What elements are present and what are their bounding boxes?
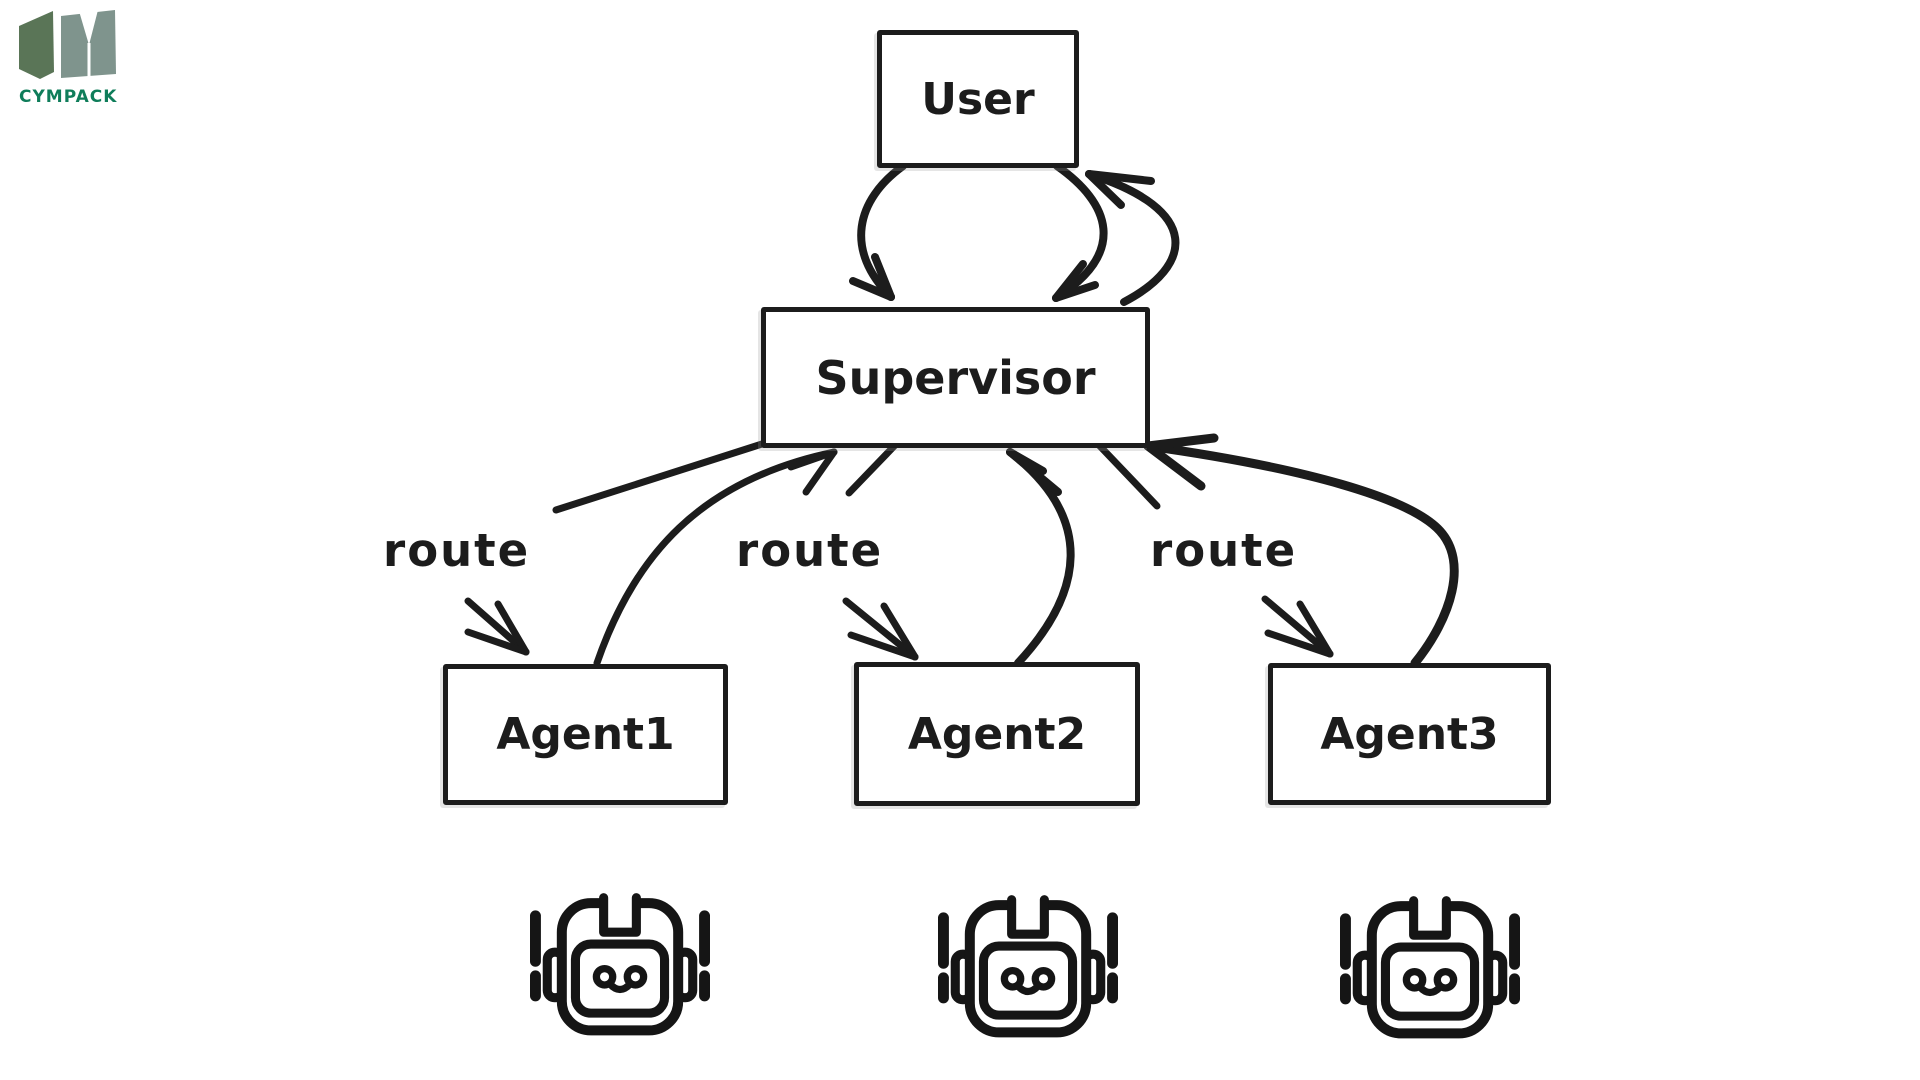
route-label-2: route — [736, 524, 884, 577]
agent1-node: Agent1 — [443, 664, 728, 805]
supervisor-node-label: Supervisor — [815, 350, 1096, 405]
user-node: User — [877, 30, 1079, 168]
agent3-node-label: Agent3 — [1320, 708, 1499, 760]
route-label-3: route — [1150, 524, 1298, 577]
user-to-supervisor-arrow-right — [1052, 162, 1108, 302]
user-node-label: User — [921, 73, 1035, 125]
logo-mark-left-shape — [19, 11, 54, 79]
agent3-node: Agent3 — [1268, 663, 1551, 805]
robot-icon — [938, 895, 1118, 1038]
robot-icon — [530, 893, 710, 1036]
agent1-node-label: Agent1 — [496, 709, 675, 760]
agent2-node: Agent2 — [854, 662, 1140, 806]
logo-text: CYMPACK — [19, 87, 117, 107]
supervisor-to-user-arrow — [1085, 170, 1180, 306]
supervisor-node: Supervisor — [761, 307, 1150, 448]
user-to-supervisor-arrow-left — [849, 162, 907, 301]
logo-mark-notch — [79, 10, 98, 45]
cympack-logo: CYMPACK — [14, 8, 134, 108]
robot-icon — [1340, 896, 1520, 1039]
logo-mark-slit — [87, 43, 91, 77]
agent2-node-label: Agent2 — [907, 708, 1087, 760]
agent2-to-supervisor-arrow — [1006, 448, 1075, 667]
cympack-logo-mark: CYMPACK — [19, 10, 117, 107]
route-label-1: route — [383, 524, 531, 577]
